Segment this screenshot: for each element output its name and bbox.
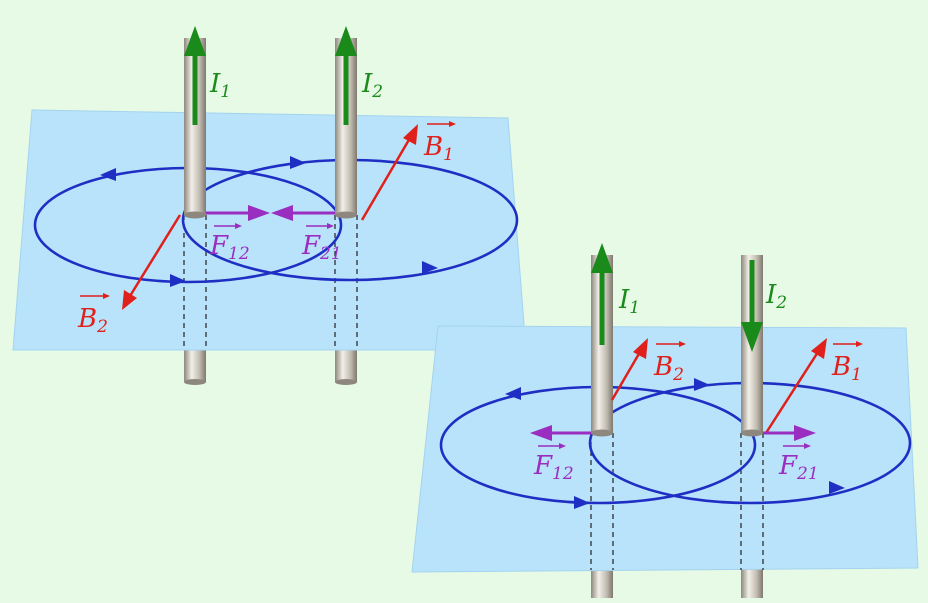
right-wire-1-bottom: [591, 568, 613, 598]
right-current-2-arrow: [741, 260, 763, 352]
svg-text:B2: B2: [653, 352, 684, 385]
svg-text:F21: F21: [778, 451, 819, 484]
left-b1-label: B1: [423, 121, 456, 165]
right-f21-label: F21: [778, 443, 819, 484]
svg-text:F12: F12: [533, 451, 574, 484]
left-b2-label: B2: [77, 293, 110, 337]
left-i2-label: I2: [361, 69, 383, 102]
right-b1-label: B1: [831, 341, 863, 385]
left-b1-vector: [360, 124, 418, 221]
right-f21-vector: [763, 425, 816, 441]
right-field-arrowheads: [505, 378, 845, 509]
right-current-1-arrow: [591, 243, 613, 345]
left-field-arrowheads: [100, 156, 438, 287]
left-i1-label: I1: [209, 69, 231, 102]
left-f12-label: F12: [209, 223, 250, 264]
svg-text:B1: B1: [831, 352, 862, 385]
right-i1-label: I1: [618, 285, 640, 318]
svg-text:F21: F21: [301, 231, 342, 264]
svg-text:F12: F12: [209, 231, 250, 264]
right-i2-label: I2: [765, 280, 787, 313]
left-diagram: I1 I2 B1 B2 F12 F21: [12, 26, 527, 385]
right-f12-vector: [530, 425, 591, 441]
left-current-1-arrow: [184, 26, 206, 125]
svg-text:B2: B2: [77, 304, 108, 337]
right-dashed-guides: [590, 433, 764, 570]
left-f21-vector: [271, 205, 335, 221]
right-diagram: I1 I2 B2 B1 F12 F21: [411, 243, 919, 598]
left-wire-1: [184, 38, 206, 215]
right-f12-label: F12: [533, 443, 574, 484]
left-f12-vector: [206, 205, 270, 221]
right-b2-label: B2: [653, 341, 686, 385]
right-b1-vector: [764, 338, 827, 434]
left-f21-label: F21: [301, 223, 342, 264]
svg-text:B1: B1: [423, 132, 454, 165]
left-wire-2: [335, 38, 357, 215]
left-current-2-arrow: [335, 26, 357, 125]
left-b2-vector: [122, 214, 182, 310]
right-wire-2-bottom: [741, 568, 763, 598]
right-b2-vector: [610, 338, 648, 401]
